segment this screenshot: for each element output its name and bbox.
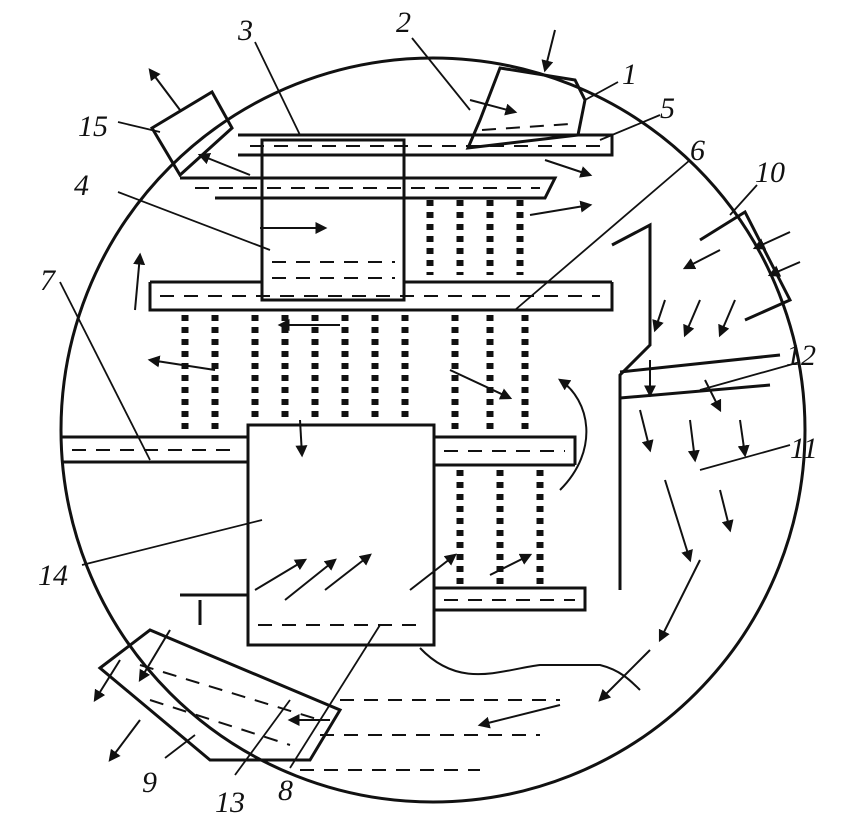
label-11: 11 [790, 432, 818, 465]
central-box [246, 423, 436, 647]
label-4: 4 [74, 169, 89, 202]
tray-top [180, 133, 614, 200]
leader-lines [59, 37, 801, 776]
label-1: 1 [622, 58, 637, 91]
sump-water [300, 647, 641, 771]
label-6: 6 [690, 134, 705, 167]
label-5: 5 [660, 92, 675, 125]
tray-middle [148, 280, 614, 312]
droplet-columns [181, 200, 544, 585]
label-7: 7 [40, 264, 57, 297]
label-12: 12 [786, 339, 816, 372]
label-13: 13 [215, 786, 245, 819]
label-8: 8 [278, 774, 293, 807]
part-labels: 1 2 3 4 5 6 7 8 9 10 11 12 13 14 15 [38, 6, 818, 819]
outlet-bottom [97, 628, 343, 762]
vessel-outline [59, 56, 807, 804]
upper-box [260, 138, 406, 302]
label-2: 2 [396, 6, 411, 39]
label-15: 15 [78, 110, 108, 143]
outlet-chute-top [149, 89, 234, 178]
label-10: 10 [755, 156, 785, 189]
label-3: 3 [237, 14, 253, 47]
flow-arrows [93, 29, 801, 762]
tray-lower [62, 435, 577, 467]
tray-bottom [180, 586, 587, 625]
right-duct [611, 209, 793, 590]
label-9: 9 [142, 766, 157, 799]
label-14: 14 [38, 559, 68, 592]
